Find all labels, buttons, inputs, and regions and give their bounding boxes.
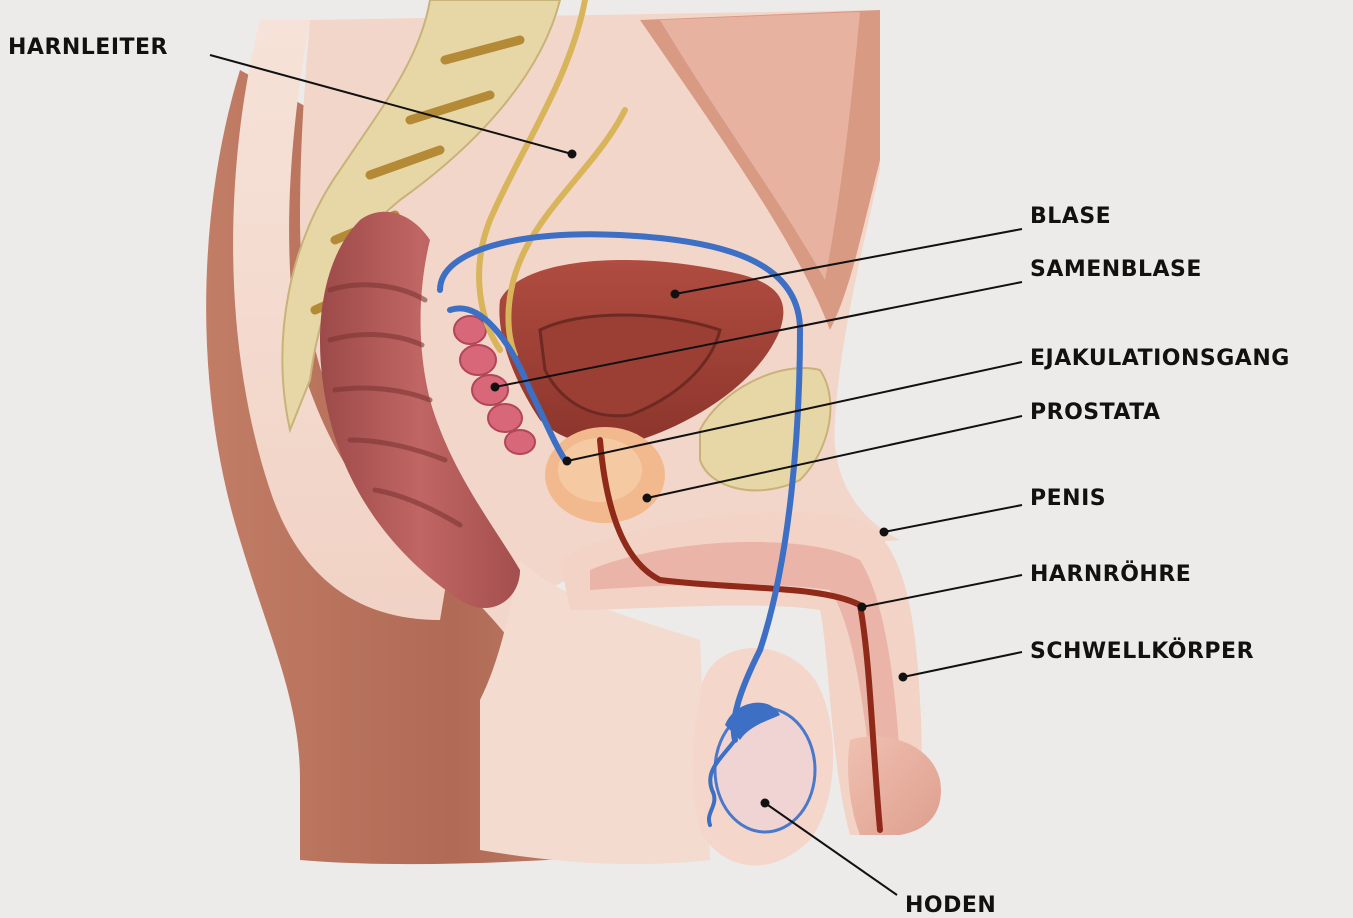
dot-samenblase [491, 383, 500, 392]
glans [848, 736, 941, 835]
label-blase: BLASE [1030, 206, 1111, 228]
label-harnroehre: HARNRÖHRE [1030, 564, 1191, 586]
dot-schwellkoerper [899, 673, 908, 682]
dot-prostata [643, 494, 652, 503]
dot-ejakulationsgang [563, 457, 572, 466]
dot-blase [671, 290, 680, 299]
label-prostata: PROSTATA [1030, 402, 1161, 424]
dot-harnroehre [858, 603, 867, 612]
dot-hoden [761, 799, 770, 808]
label-penis: PENIS [1030, 488, 1106, 510]
leader-penis [884, 505, 1022, 532]
dot-penis [880, 528, 889, 537]
label-schwellkoerper: SCHWELLKÖRPER [1030, 641, 1254, 663]
label-samenblase: SAMENBLASE [1030, 259, 1202, 281]
label-ejakulationsgang: EJAKULATIONSGANG [1030, 348, 1290, 370]
leader-schwellkoerper [903, 652, 1022, 677]
label-hoden: HODEN [905, 895, 996, 917]
dot-harnleiter [568, 150, 577, 159]
label-harnleiter: HARNLEITER [8, 37, 168, 59]
